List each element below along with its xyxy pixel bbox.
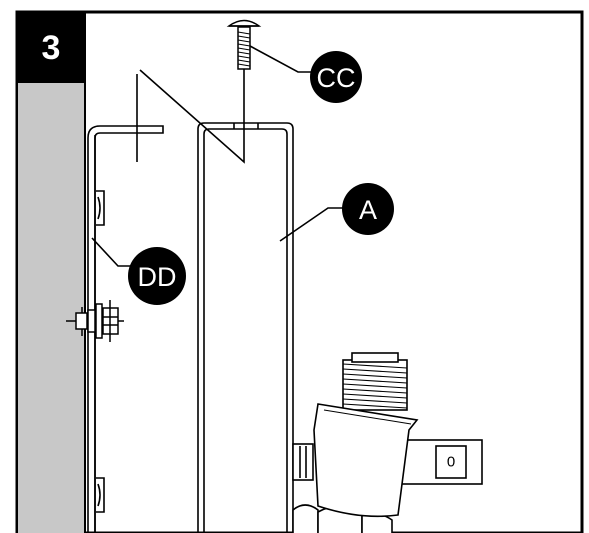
leader-lines <box>91 45 344 267</box>
valve-assembly <box>292 352 483 533</box>
callout-dd: DD <box>128 247 186 305</box>
callout-dd-label: DD <box>138 262 177 292</box>
callout-a-label: A <box>359 195 377 225</box>
wall-section <box>18 83 85 533</box>
callout-a: A <box>342 183 394 235</box>
screw-cc <box>226 19 262 70</box>
panel-a <box>197 122 294 533</box>
bolt-fastener <box>66 300 124 342</box>
bracket-dd <box>87 125 164 533</box>
valve-mark: 0 <box>447 454 455 471</box>
install-path-line <box>139 64 245 164</box>
step-badge <box>18 13 85 83</box>
callout-cc: CC <box>310 51 362 103</box>
step-number: 3 <box>42 29 61 67</box>
callout-cc-label: CC <box>317 63 356 93</box>
